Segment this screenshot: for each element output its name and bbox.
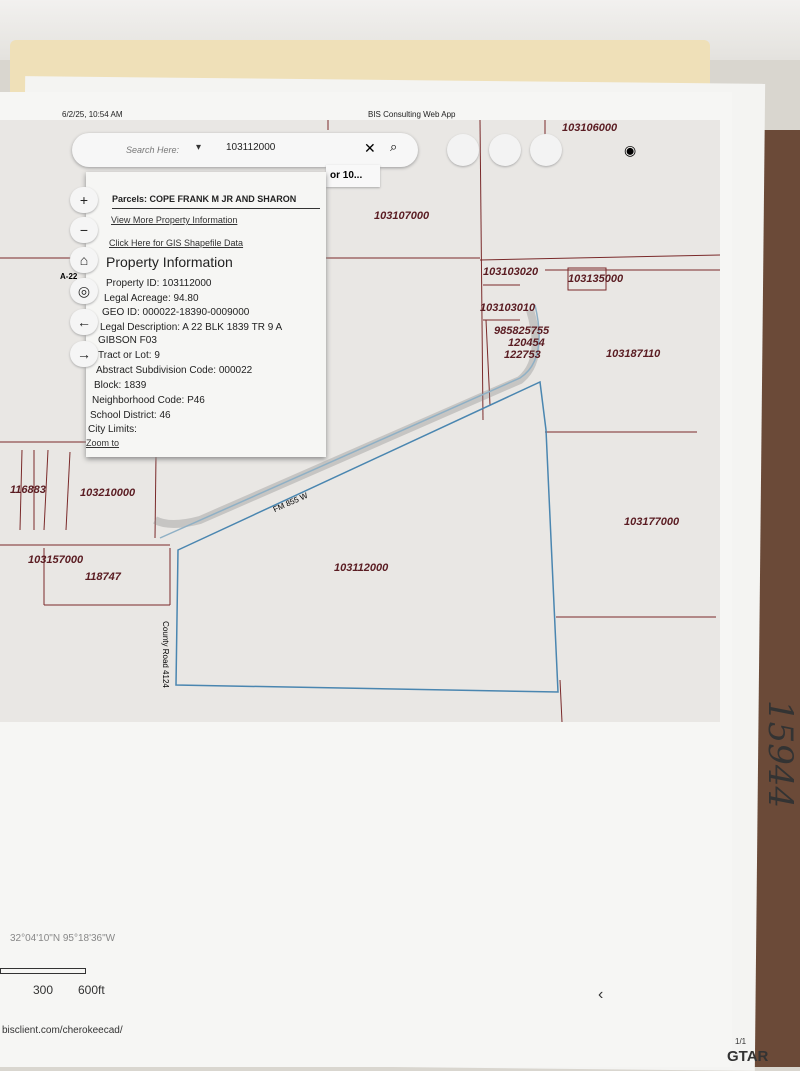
handwritten-note: 15944 — [760, 700, 800, 809]
abstract-subdivision-code: Abstract Subdivision Code: 000022 — [96, 365, 253, 376]
popup-heading: Property Information — [106, 254, 233, 270]
parcel-label[interactable]: 103187110 — [606, 348, 661, 360]
abstract-label: A-22 — [60, 272, 78, 281]
parcel-label-selected[interactable]: 103112000 — [334, 562, 389, 574]
locate-icon[interactable]: ◎ — [70, 278, 98, 304]
parcel-label[interactable]: 103177000 — [624, 516, 680, 528]
city-limits: City Limits: — [88, 424, 137, 435]
parcel-label[interactable]: 103106000 — [562, 122, 618, 134]
parcel-label[interactable]: 985825755 — [494, 325, 550, 337]
parcel-label[interactable]: 103107000 — [374, 210, 430, 222]
parcel-label[interactable]: 122753 — [504, 349, 541, 361]
property-popup: Parcels: COPE FRANK M JR AND SHARON View… — [86, 172, 326, 457]
home-icon[interactable]: ⌂ — [70, 247, 98, 273]
legal-acreage: Legal Acreage: 94.80 — [104, 293, 199, 304]
scale-label-600: 600ft — [78, 983, 105, 997]
scale-label-300: 300 — [33, 983, 54, 997]
school-district: School District: 46 — [90, 410, 171, 421]
chevron-down-icon[interactable]: ▾ — [196, 142, 202, 153]
property-id: Property ID: 103112000 — [106, 278, 212, 289]
clear-icon[interactable]: ✕ — [364, 140, 376, 156]
search-bar[interactable]: Search Here: ▾ 103112000 ✕ ⌕ — [72, 133, 418, 167]
parcel-label[interactable]: 103103010 — [480, 302, 536, 314]
page-url: bisclient.com/cherokeecad/ — [2, 1025, 123, 1036]
zoom-in-button[interactable]: + — [70, 187, 98, 213]
page-number: 1/1 — [735, 1037, 747, 1046]
app-title: BIS Consulting Web App — [368, 110, 456, 119]
view-more-link[interactable]: View More Property Information — [111, 215, 238, 225]
forward-arrow-icon[interactable]: → — [70, 341, 98, 367]
back-arrow-icon[interactable]: ← — [70, 309, 98, 335]
legal-description: Legal Description: A 22 BLK 1839 TR 9 A — [100, 322, 283, 333]
parcel-label[interactable]: 118747 — [85, 571, 121, 583]
parcel-label[interactable]: 103157000 — [28, 554, 84, 566]
toolbar-button-2[interactable] — [489, 134, 521, 166]
toolbar-button-1[interactable] — [447, 134, 479, 166]
search-type-label[interactable]: Search Here: — [126, 145, 180, 155]
zoom-to-link[interactable]: Zoom to — [86, 438, 120, 448]
scale-bar — [0, 968, 86, 974]
geo-id: GEO ID: 000022-18390-0009000 — [102, 307, 250, 318]
chevron-left-icon[interactable]: ‹ — [598, 986, 604, 1003]
coordinates-readout: 32°04'10"N 95°18'36"W — [10, 933, 116, 944]
tract-or-lot: Tract or Lot: 9 — [98, 350, 160, 361]
print-datetime: 6/2/25, 10:54 AM — [62, 110, 123, 119]
popup-title: Parcels: COPE FRANK M JR AND SHARON — [112, 194, 320, 209]
search-input[interactable]: 103112000 — [226, 142, 276, 153]
search-icon[interactable]: ⌕ — [390, 139, 398, 154]
search-suggestion[interactable]: or 10... — [326, 165, 380, 187]
block: Block: 1839 — [94, 380, 147, 391]
legal-description-cont: GIBSON F03 — [98, 335, 157, 346]
zoom-out-button[interactable]: − — [70, 217, 98, 243]
gis-shapefile-link[interactable]: Click Here for GIS Shapefile Data — [109, 238, 244, 248]
parcel-label[interactable]: 116883 — [10, 484, 46, 496]
road-label-cr4124: County Road 4124 — [160, 621, 170, 688]
toolbar-button-3[interactable] — [530, 134, 562, 166]
parcel-label[interactable]: 103210000 — [80, 487, 136, 499]
neighborhood-code: Neighborhood Code: P46 — [92, 395, 205, 406]
parcel-label[interactable]: 103103020 — [483, 266, 539, 278]
parcel-label[interactable]: 120454 — [508, 337, 545, 349]
watermark-logo: GTAR — [727, 1048, 769, 1065]
visibility-toggle-icon[interactable]: ◉ — [624, 142, 637, 158]
parcel-label[interactable]: 103135000 — [568, 273, 624, 285]
